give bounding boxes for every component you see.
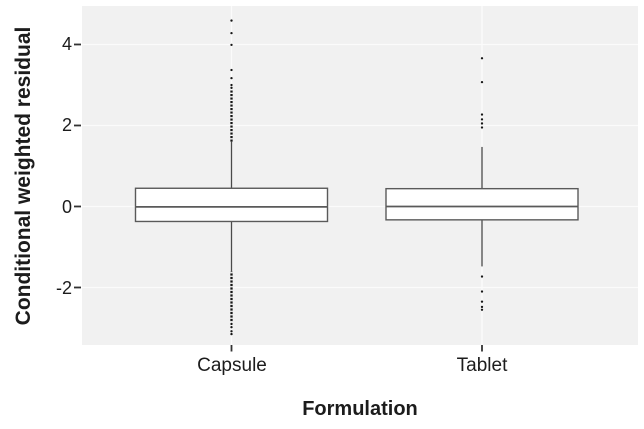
y-tick-label: 2 <box>61 115 72 135</box>
y-tick-label: 0 <box>61 197 72 217</box>
box <box>385 187 579 221</box>
outlier-point <box>480 118 484 121</box>
outlier-point <box>480 275 484 278</box>
outlier-point <box>230 83 233 87</box>
outlier-point <box>230 86 233 89</box>
outlier-point <box>480 57 484 60</box>
plot-panel <box>82 6 638 345</box>
outlier-point <box>230 31 233 35</box>
x-axis-title: Formulation <box>302 398 418 420</box>
outlier-point <box>480 290 484 293</box>
y-tick-label: 4 <box>61 34 72 54</box>
outlier-point <box>480 300 484 303</box>
outlier-point <box>230 326 233 329</box>
outlier-point <box>230 68 233 72</box>
outlier-point <box>230 43 233 47</box>
outlier-point <box>230 330 233 333</box>
y-axis-title: Conditional weighted residual <box>12 26 35 326</box>
y-tick-label: -2 <box>55 278 72 298</box>
outlier-point <box>480 305 484 309</box>
x-tick-label-capsule: Capsule <box>197 355 267 376</box>
outlier-point <box>480 308 484 311</box>
outlier-point <box>230 76 233 80</box>
outlier-point <box>480 113 484 116</box>
outlier-point <box>230 322 233 326</box>
outlier-point <box>480 126 484 129</box>
outlier-point <box>480 122 484 125</box>
outlier-point <box>230 332 233 336</box>
outlier-point <box>230 19 233 22</box>
outlier-point <box>480 80 484 84</box>
x-tick-label-tablet: Tablet <box>456 355 508 376</box>
box <box>134 187 329 223</box>
